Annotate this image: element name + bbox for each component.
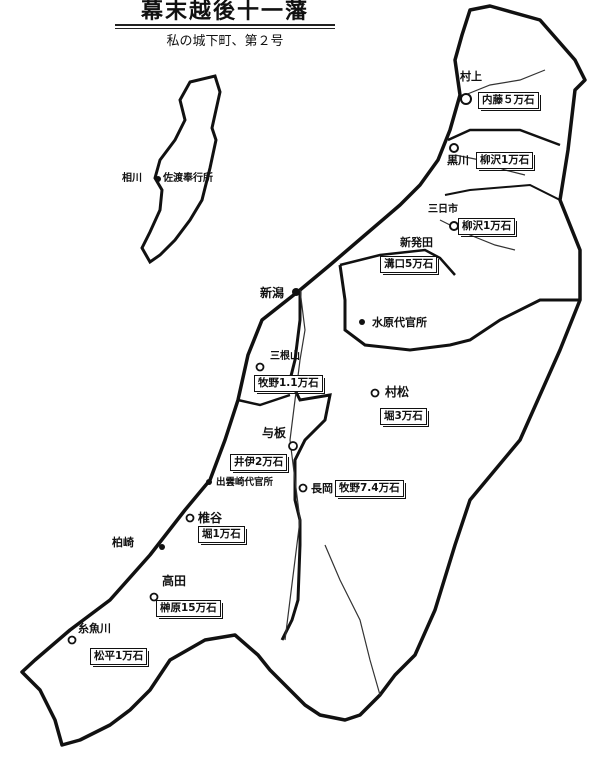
marker-kurokawa bbox=[449, 143, 459, 153]
boundary-nagaoka-west bbox=[237, 393, 291, 407]
label-mineyama: 三根山 bbox=[270, 351, 300, 362]
boundary-suibara bbox=[338, 264, 580, 352]
label-mikkaichi: 三日市 bbox=[428, 204, 458, 215]
label-kurokawa: 黒川 bbox=[447, 154, 469, 167]
label-izumozaki-daikan: 出雲崎代官所 bbox=[216, 477, 274, 488]
marker-suibara bbox=[359, 319, 365, 325]
marker-nagaoka bbox=[298, 483, 308, 493]
label-takada: 高田 bbox=[162, 574, 187, 588]
label-nagaoka: 長岡 bbox=[311, 482, 333, 495]
domain-box-nagaoka: 牧野7.4万石 bbox=[335, 480, 406, 499]
label-suibara-daikan: 水原代官所 bbox=[372, 316, 427, 329]
marker-sado-bugyo bbox=[155, 176, 161, 182]
domain-box-mineyama: 牧野1.1万石 bbox=[254, 375, 325, 394]
domain-box-shiiya: 堀1万石 bbox=[198, 526, 247, 545]
map-title: 幕末越後十一藩 bbox=[140, 0, 309, 24]
label-sado-bugyo: 佐渡奉行所 bbox=[163, 173, 213, 184]
sado-island-outline bbox=[140, 74, 222, 265]
label-kashiwazaki: 柏崎 bbox=[112, 536, 134, 549]
domain-box-kurokawa: 柳沢1万石 bbox=[476, 152, 536, 171]
boundary-kurokawa bbox=[447, 128, 561, 147]
label-shibata: 新発田 bbox=[400, 236, 433, 249]
domain-box-shibata: 溝口5万石 bbox=[380, 256, 440, 275]
river-shinano bbox=[284, 289, 306, 641]
domain-box-takada: 榊原15万石 bbox=[156, 600, 223, 619]
marker-mikkaichi bbox=[449, 221, 459, 231]
marker-muramatsu bbox=[370, 388, 380, 398]
label-yoita: 与板 bbox=[262, 426, 287, 440]
marker-yoita bbox=[288, 441, 298, 451]
domain-box-yoita: 井伊2万石 bbox=[230, 454, 290, 473]
label-itoigawa: 糸魚川 bbox=[78, 622, 111, 635]
marker-itoigawa bbox=[67, 635, 77, 645]
domain-box-muramatsu: 堀3万石 bbox=[380, 408, 429, 427]
river-murakami bbox=[464, 69, 546, 96]
title-rule-thin bbox=[115, 28, 335, 29]
boundary-mikkaichi bbox=[444, 183, 561, 201]
marker-niigata bbox=[292, 288, 300, 296]
label-niigata: 新潟 bbox=[260, 286, 285, 300]
label-shiiya: 椎谷 bbox=[198, 511, 223, 525]
label-aikawa: 相川 bbox=[122, 173, 142, 184]
label-murakami: 村上 bbox=[460, 70, 482, 83]
coastal-inner-line bbox=[280, 290, 332, 641]
domain-box-murakami: 内藤５万石 bbox=[478, 92, 540, 111]
marker-mineyama bbox=[255, 362, 265, 372]
marker-murakami bbox=[460, 93, 472, 105]
title-rule bbox=[115, 24, 335, 26]
marker-kashiwazaki bbox=[159, 544, 165, 550]
marker-takada bbox=[149, 592, 159, 602]
domain-box-itoigawa: 松平1万石 bbox=[90, 648, 150, 667]
marker-izumozaki bbox=[206, 479, 212, 485]
boundary-shibata bbox=[339, 248, 456, 276]
map-subtitle: 私の城下町、第２号 bbox=[166, 34, 284, 49]
marker-shiiya bbox=[185, 513, 195, 523]
river-agano bbox=[324, 544, 381, 696]
echigo-outline bbox=[20, 4, 587, 747]
label-muramatsu: 村松 bbox=[385, 385, 410, 399]
domain-box-mikkaichi: 柳沢1万石 bbox=[458, 218, 518, 237]
